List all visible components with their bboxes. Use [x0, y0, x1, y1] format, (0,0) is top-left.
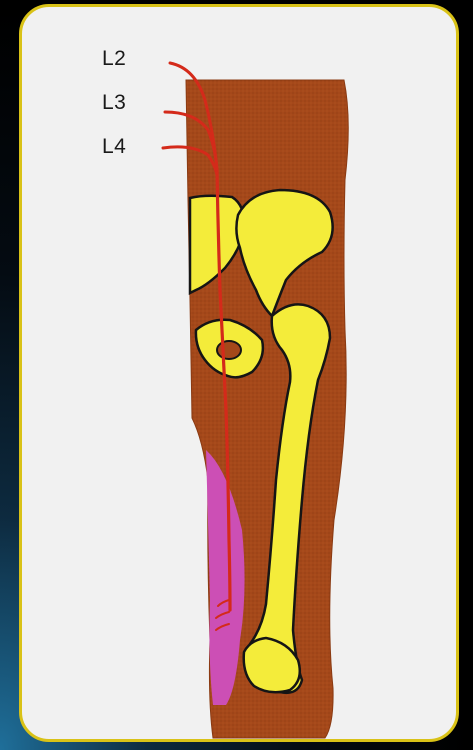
obturator-foramen — [217, 341, 241, 359]
label-l4: L4 — [102, 135, 126, 159]
label-l2: L2 — [102, 47, 126, 71]
label-l3: L3 — [102, 91, 126, 115]
